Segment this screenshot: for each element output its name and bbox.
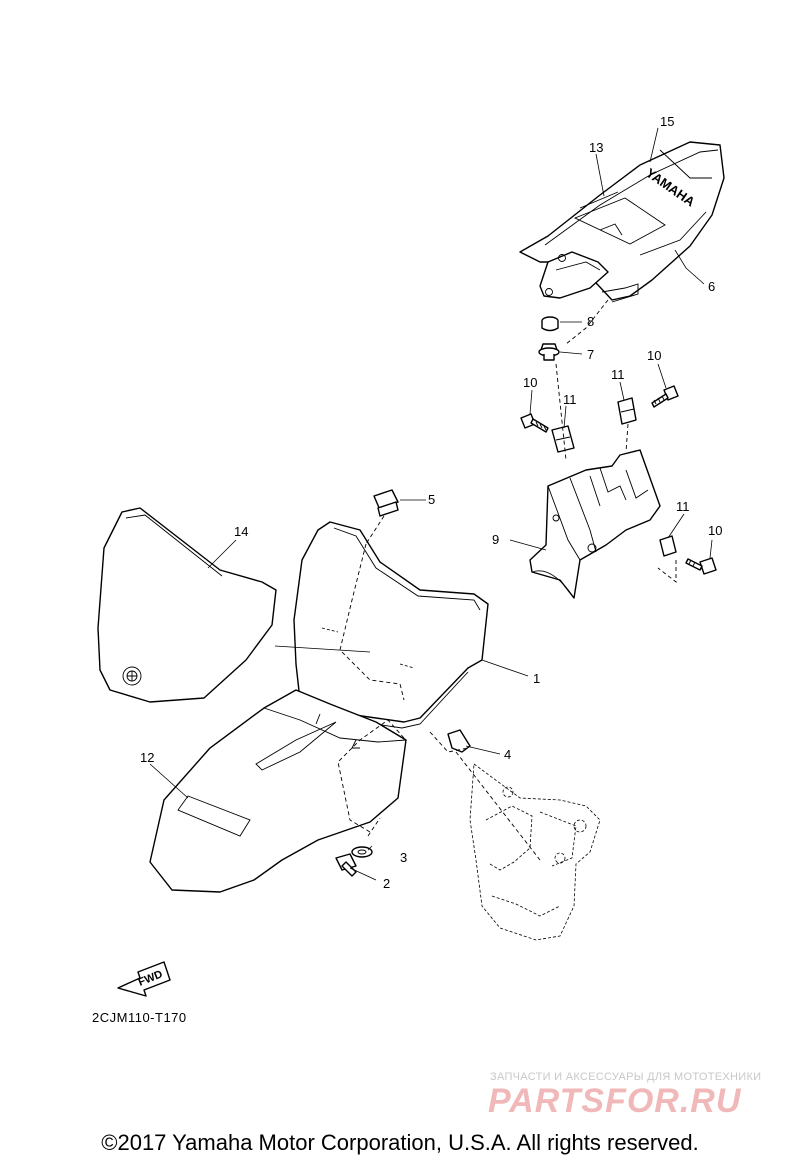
callout-15: 15 bbox=[660, 114, 674, 129]
callout-13: 13 bbox=[589, 140, 603, 155]
bolt-10-left bbox=[520, 413, 549, 433]
watermark-tagline: ЗАПЧАСТИ И АКСЕССУАРЫ ДЛЯ МОТОТЕХНИКИ bbox=[490, 1071, 762, 1083]
callout-2: 2 bbox=[383, 876, 390, 891]
nut-11-lower bbox=[659, 535, 677, 557]
callout-6: 6 bbox=[708, 279, 715, 294]
bracket-9 bbox=[529, 449, 661, 599]
nut-11-right bbox=[617, 397, 637, 425]
callout-4: 4 bbox=[504, 747, 511, 762]
callout-10-left: 10 bbox=[523, 375, 537, 390]
bolt-2 bbox=[335, 853, 357, 877]
damper-5 bbox=[373, 489, 399, 517]
copyright-notice: ©2017 Yamaha Motor Corporation, U.S.A. A… bbox=[101, 1130, 699, 1155]
callout-1: 1 bbox=[533, 671, 540, 686]
side-panel-14 bbox=[97, 507, 277, 703]
bolt-7 bbox=[538, 343, 560, 361]
front-fender-12 bbox=[149, 689, 407, 893]
callout-7: 7 bbox=[587, 347, 594, 362]
callout-12: 12 bbox=[140, 750, 154, 765]
bolt-10-lower bbox=[685, 557, 717, 575]
callout-5: 5 bbox=[428, 492, 435, 507]
callout-14: 14 bbox=[234, 524, 248, 539]
diagram-code: 2CJM110-T170 bbox=[92, 1010, 187, 1025]
callout-labels: 15 13 6 8 7 10 10 11 11 11 10 9 5 14 1 4… bbox=[140, 114, 722, 891]
seat-assembly: YAMAHA bbox=[519, 141, 725, 303]
callout-10-lower: 10 bbox=[708, 523, 722, 538]
clip-4 bbox=[447, 729, 471, 753]
callout-11-left: 11 bbox=[563, 392, 577, 407]
leader-lines bbox=[149, 127, 713, 881]
washer-3 bbox=[351, 846, 373, 858]
callout-11-lower: 11 bbox=[676, 499, 690, 514]
callout-10-right: 10 bbox=[647, 348, 661, 363]
callout-9: 9 bbox=[492, 532, 499, 547]
callout-3: 3 bbox=[400, 850, 407, 865]
frame-outline bbox=[469, 763, 601, 941]
callout-11-right: 11 bbox=[611, 367, 625, 382]
bolt-10-right bbox=[651, 385, 679, 408]
watermark-logo: PARTSFOR.RU bbox=[488, 1082, 742, 1120]
collar-8 bbox=[541, 316, 559, 332]
fwd-arrow-icon: FWD bbox=[117, 961, 171, 997]
callout-8: 8 bbox=[587, 314, 594, 329]
windscreen-1 bbox=[293, 521, 489, 729]
